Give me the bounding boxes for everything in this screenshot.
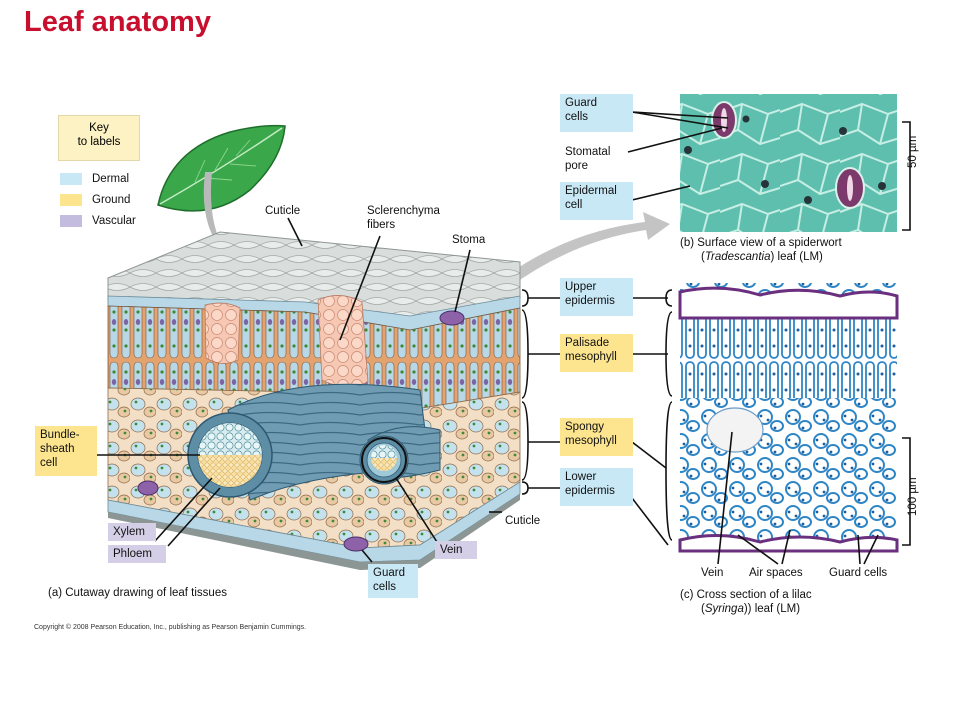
- copyright-notice: Copyright © 2008 Pearson Education, Inc.…: [34, 624, 307, 631]
- label-guard-cells-cutaway-line1: Guard: [373, 567, 405, 579]
- label-cuticle-bottom: Cuticle: [505, 515, 541, 527]
- label-sclerenchyma-fibers: Sclerenchyma fibers: [367, 204, 440, 232]
- page-title: Leaf anatomy: [24, 6, 211, 38]
- caption-micrograph-c: (c) Cross section of a lilac (Syringa)) …: [680, 588, 812, 616]
- arrow-leaf-to-block: [203, 172, 226, 252]
- label-upper-epidermis-line1: Upper: [565, 281, 597, 293]
- arrow-block-to-micrograph: [490, 212, 670, 296]
- label-spongy-line2: mesophyll: [565, 435, 617, 447]
- label-guard-cells-b-line2: cells: [565, 111, 589, 123]
- label-guard-cells-cutaway: Guard cells: [368, 564, 418, 598]
- label-xylem: Xylem: [108, 523, 156, 541]
- caption-b-post: ) leaf (LM): [770, 251, 823, 263]
- key-label-ground: Ground: [92, 194, 131, 206]
- caption-b-line1: (b) Surface view of a spiderwort: [680, 237, 842, 249]
- label-palisade-line2: mesophyll: [565, 351, 617, 363]
- scale-bar-b-label: 50 µm: [907, 135, 919, 168]
- key-label-vascular: Vascular: [92, 215, 136, 227]
- leaf-icon: [157, 124, 286, 212]
- scale-bar-c-label: 100 µm: [907, 477, 919, 516]
- caption-b-pre: (: [701, 251, 705, 263]
- label-guard-cells-b: Guard cells: [560, 94, 633, 132]
- key-label-dermal: Dermal: [92, 173, 130, 185]
- label-spongy-mesophyll: Spongy mesophyll: [560, 418, 633, 456]
- label-lower-epidermis: Lower epidermis: [560, 468, 633, 506]
- label-bundle-sheath-line2: sheath: [40, 443, 75, 455]
- key-swatch-vascular: [60, 215, 82, 227]
- label-guard-cells-c: Guard cells: [829, 567, 888, 579]
- label-epidermal-cell-line1: Epidermal: [565, 185, 617, 197]
- caption-micrograph-b: (b) Surface view of a spiderwort (Trades…: [680, 236, 842, 264]
- caption-c-pre: (: [701, 603, 705, 615]
- label-epidermal-cell-line2: cell: [565, 199, 583, 211]
- micrograph-c-image: [678, 283, 899, 553]
- key-swatch-ground: [60, 194, 82, 206]
- label-bundle-sheath-line3: cell: [40, 457, 58, 469]
- label-sclerenchyma-line1: Sclerenchyma: [367, 205, 440, 217]
- label-vein: Vein: [435, 541, 477, 559]
- caption-c-line2: (Syringa)) leaf (LM): [680, 602, 812, 616]
- label-air-spaces: Air spaces: [749, 567, 803, 579]
- label-lower-epidermis-line1: Lower: [565, 471, 597, 483]
- label-palisade-mesophyll: Palisade mesophyll: [560, 334, 633, 372]
- label-bundle-sheath-cell: Bundle- sheath cell: [35, 426, 97, 476]
- label-sclerenchyma-line2: fibers: [367, 219, 396, 231]
- key-heading-line1: Key: [89, 122, 109, 134]
- label-bundle-sheath-line1: Bundle-: [40, 429, 80, 441]
- label-upper-epidermis: Upper epidermis: [560, 278, 633, 316]
- caption-b-line2: (Tradescantia) leaf (LM): [680, 250, 842, 264]
- label-upper-epidermis-line2: epidermis: [565, 295, 615, 307]
- leader-lines: [97, 111, 911, 565]
- label-stomatal-pore-line2: pore: [565, 160, 589, 172]
- label-cuticle-top: Cuticle: [265, 205, 301, 217]
- caption-cutaway: (a) Cutaway drawing of leaf tissues: [48, 587, 227, 599]
- label-lower-epidermis-line2: epidermis: [565, 485, 615, 497]
- key-box: Key to labels: [58, 115, 140, 161]
- label-epidermal-cell: Epidermal cell: [560, 182, 633, 220]
- label-guard-cells-b-line1: Guard: [565, 97, 597, 109]
- label-spongy-line1: Spongy: [565, 421, 605, 433]
- key-heading-line2: to labels: [77, 136, 121, 148]
- label-stomatal-pore: Stomatal pore: [565, 145, 610, 173]
- label-vein-c: Vein: [701, 567, 724, 579]
- label-phloem: Phloem: [108, 545, 166, 563]
- label-guard-cells-cutaway-line2: cells: [373, 581, 397, 593]
- label-palisade-line1: Palisade: [565, 337, 610, 349]
- caption-c-species: Syringa: [704, 603, 744, 615]
- caption-c-post: )) leaf (LM): [743, 603, 801, 615]
- key-swatch-dermal: [60, 173, 82, 185]
- label-stoma: Stoma: [452, 234, 486, 246]
- caption-c-line1: (c) Cross section of a lilac: [680, 589, 812, 601]
- label-stomatal-pore-line1: Stomatal: [565, 146, 611, 158]
- cutaway-block: [107, 231, 521, 570]
- caption-b-species: Tradescantia: [704, 251, 771, 263]
